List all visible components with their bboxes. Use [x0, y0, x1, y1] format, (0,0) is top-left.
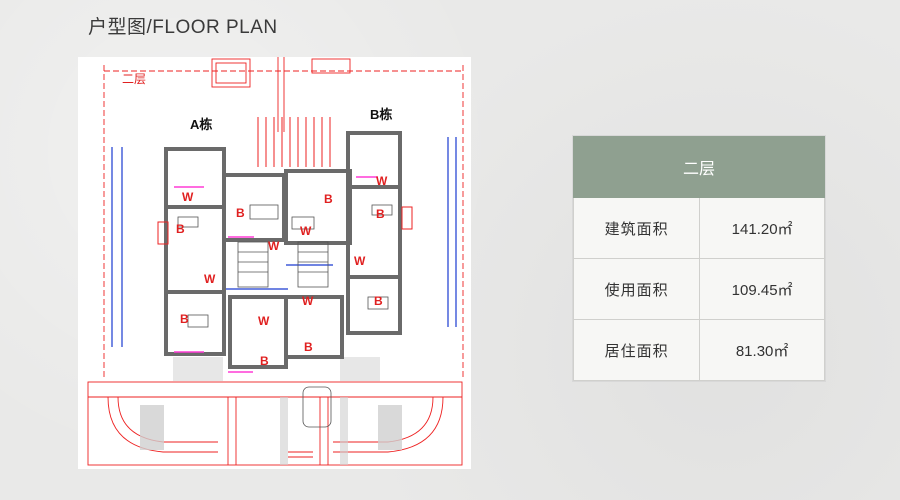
row-value: 109.45㎡ — [699, 258, 825, 320]
area-summary-table: 二层 建筑面积 141.20㎡ 使用面积 109.45㎡ 居住面积 81.30㎡ — [572, 136, 825, 381]
room-mark-w: W — [204, 272, 216, 286]
row-label: 建筑面积 — [572, 197, 701, 259]
room-mark-b: B — [236, 206, 245, 220]
red-fixtures — [157, 117, 413, 245]
room-mark-b: B — [374, 294, 383, 308]
building-b-label: B栋 — [370, 107, 392, 122]
room-mark-b: B — [180, 312, 189, 326]
room-mark-w: W — [354, 254, 366, 268]
building-a-label: A栋 — [190, 117, 212, 132]
page-title: 户型图/FLOOR PLAN — [88, 17, 278, 38]
pink-accents — [174, 176, 378, 373]
row-label: 使用面积 — [572, 258, 701, 320]
table-row: 建筑面积 141.20㎡ — [572, 197, 825, 259]
row-label: 居住面积 — [572, 319, 701, 381]
room-mark-w: W — [268, 239, 280, 253]
floor-plan-panel: 二层 A栋 B栋 W W W W W W W W B B B B B B B B — [78, 57, 471, 469]
room-mark-w: W — [300, 224, 312, 238]
hatch-areas — [140, 357, 402, 465]
room-mark-w: W — [376, 174, 388, 188]
room-mark-b: B — [260, 354, 269, 368]
floor-plan-drawing: 二层 A栋 B栋 W W W W W W W W B B B B B B B B — [87, 57, 464, 466]
floor-label: 二层 — [122, 72, 146, 86]
room-mark-w: W — [258, 314, 270, 328]
room-mark-b: B — [324, 192, 333, 206]
room-mark-w: W — [302, 294, 314, 308]
blue-edges — [111, 137, 457, 347]
row-value: 141.20㎡ — [699, 197, 825, 259]
room-mark-b: B — [176, 222, 185, 236]
building-walls — [164, 131, 402, 369]
room-mark-b: B — [376, 207, 385, 221]
row-value: 81.30㎡ — [699, 319, 825, 381]
site-boundary — [87, 57, 464, 466]
room-marks: W W W W W W W W B B B B B B B B — [176, 174, 388, 368]
table-row: 使用面积 109.45㎡ — [572, 258, 825, 320]
table-header: 二层 — [573, 136, 825, 198]
table-row: 居住面积 81.30㎡ — [572, 319, 825, 381]
room-mark-w: W — [182, 190, 194, 204]
room-mark-b: B — [304, 340, 313, 354]
interior-lines — [177, 204, 393, 428]
